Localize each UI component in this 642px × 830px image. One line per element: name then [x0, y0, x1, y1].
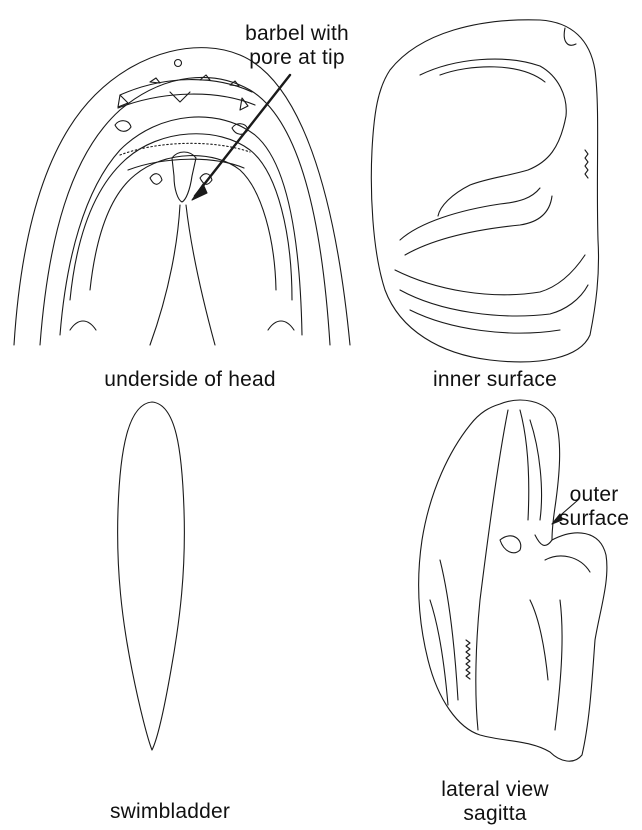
barbel-label-line1: barbel with: [222, 22, 372, 46]
swimbladder-caption: swimbladder: [50, 800, 290, 824]
lateral-view-sagitta-drawing: [419, 400, 607, 761]
swimbladder-drawing: [118, 402, 185, 750]
inner-surface-drawing: [371, 20, 598, 362]
lateral-view-caption-line1: lateral view: [400, 778, 590, 802]
barbel-label-line2: pore at tip: [222, 46, 372, 70]
underside-of-head-caption: underside of head: [60, 368, 320, 392]
outer-surface-label-line1: outer: [548, 483, 640, 507]
barbel-label: barbel with pore at tip: [222, 22, 372, 70]
lateral-view-sagitta-caption: lateral view sagitta: [400, 778, 590, 826]
outer-surface-label-line2: surface: [548, 507, 640, 531]
inner-surface-caption: inner surface: [380, 368, 610, 392]
outer-surface-label: outer surface: [548, 483, 640, 531]
lateral-view-caption-line2: sagitta: [400, 802, 590, 826]
underside-of-head-drawing: [14, 48, 350, 345]
